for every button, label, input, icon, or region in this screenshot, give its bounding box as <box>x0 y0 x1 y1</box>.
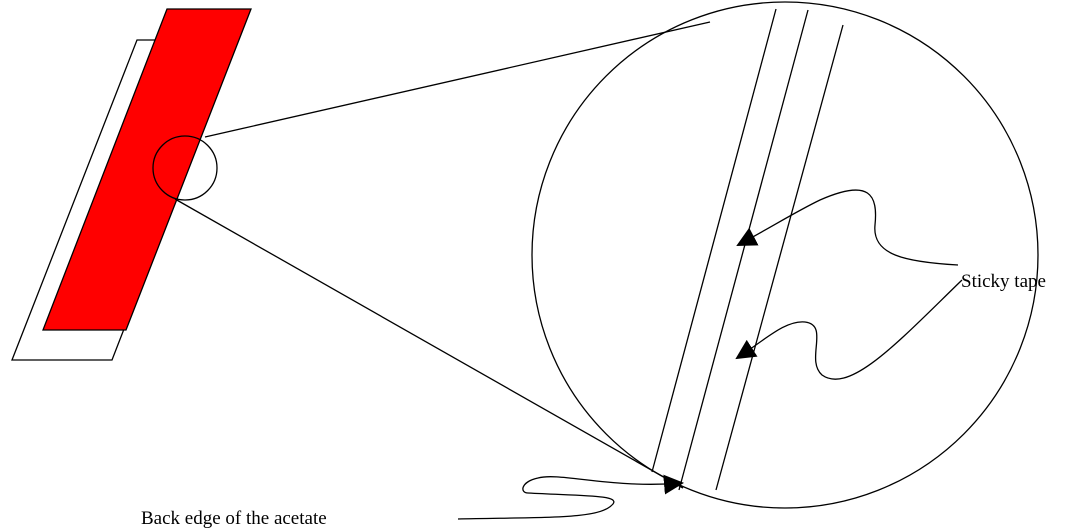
back-edge-arrow <box>457 474 684 520</box>
red-sheet <box>42 8 252 331</box>
tape-arrow-lower <box>735 279 963 380</box>
small-focus-circle <box>152 135 218 201</box>
back-edge-label: Back edge of the acetate <box>141 508 327 529</box>
tape-line-right <box>715 24 844 491</box>
projection-line-top <box>204 21 711 138</box>
projection-line-bottom <box>174 198 684 489</box>
magnified-circle <box>531 1 1039 509</box>
acetate-edge-line <box>651 8 777 473</box>
sticky-tape-label: Sticky tape <box>961 271 1046 292</box>
tape-arrow-upper <box>736 189 959 266</box>
tape-line-left <box>678 9 809 491</box>
